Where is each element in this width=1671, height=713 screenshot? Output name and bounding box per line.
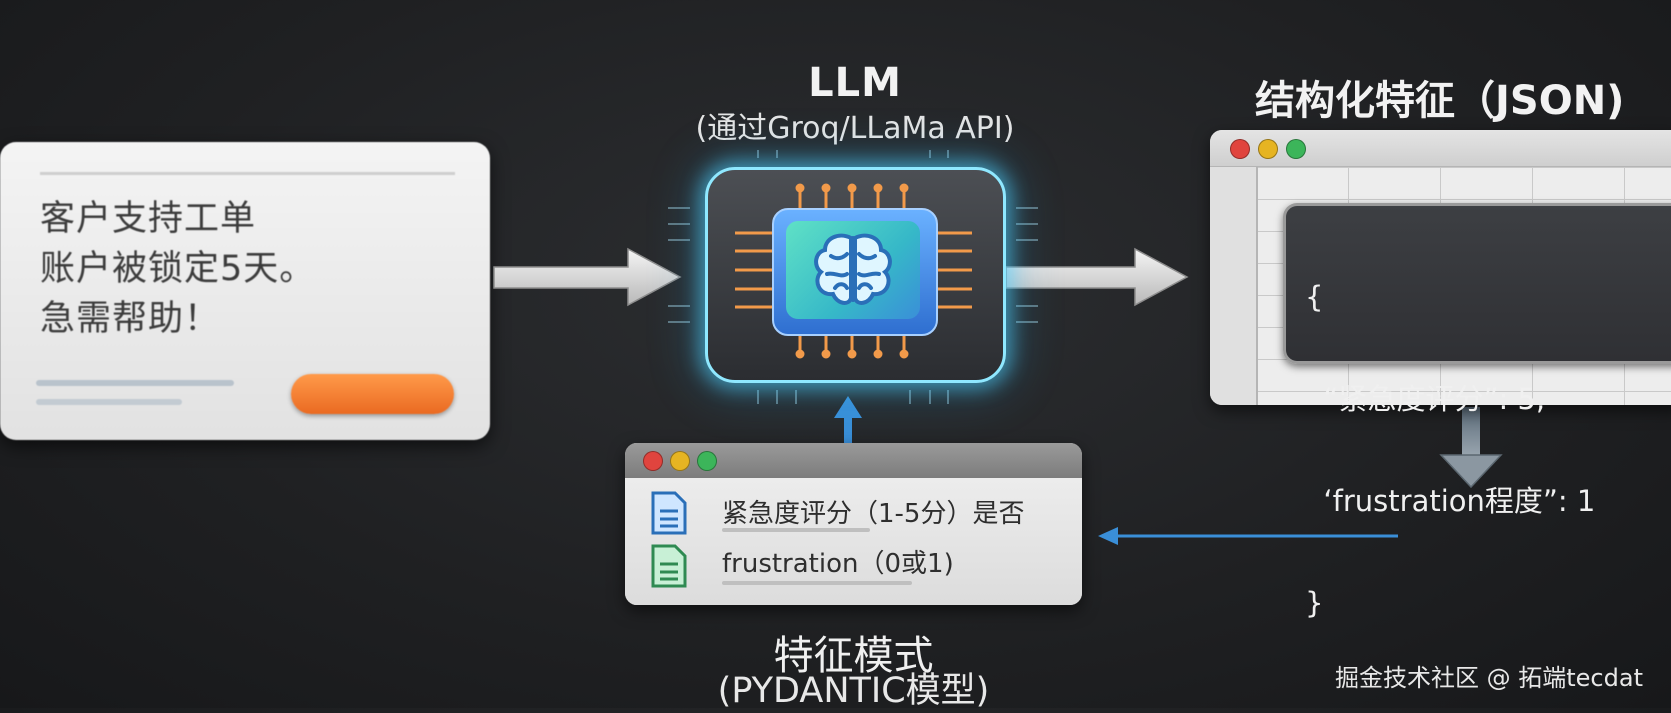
document-icon	[651, 491, 687, 535]
minimize-dot[interactable]	[670, 451, 690, 471]
field-underline	[722, 581, 912, 585]
llm-title: LLM	[808, 60, 902, 106]
ticket-placeholder-line	[36, 380, 234, 386]
json-line: ‘frustration程度”: 1	[1305, 484, 1596, 518]
support-ticket-card: 客户支持工单 账户被锁定5天。 急需帮助！	[0, 142, 490, 440]
arrow-right-icon	[1005, 247, 1189, 307]
ticket-placeholder-line	[36, 399, 182, 405]
chip-glow-ticks	[668, 150, 1038, 404]
llm-subtitle: (通过Groq/LLaMa API)	[695, 111, 1015, 146]
arrow-down-icon	[1439, 407, 1503, 489]
brain-icon	[814, 233, 892, 305]
schema-subtitle: (PYDANTIC模型)	[717, 671, 990, 711]
field-underline	[722, 528, 870, 532]
window-titlebar	[625, 443, 1082, 478]
close-dot[interactable]	[1230, 139, 1250, 159]
output-title: 结构化特征（JSON)	[1255, 78, 1625, 124]
schema-window: 紧急度评分（1-5分）是否 frustration（0或1)	[625, 443, 1082, 605]
spreadsheet-row-gutter	[1210, 167, 1258, 405]
json-code-box	[1283, 203, 1671, 364]
json-line: {	[1305, 280, 1324, 314]
watermark: 掘金技术社区 @ 拓端tecdat	[1335, 664, 1643, 692]
ticket-line-urgent: 急需帮助！	[40, 299, 221, 339]
window-titlebar	[1210, 130, 1671, 167]
json-code: { “紧急度评分”: 5, ‘frustration程度”: 1 }	[1305, 212, 1595, 654]
maximize-dot[interactable]	[697, 451, 717, 471]
json-line: }	[1305, 586, 1324, 620]
arrow-right-icon	[493, 247, 682, 307]
ticket-text: 客户支持工单 账户被锁定5天。 急需帮助！	[40, 194, 315, 344]
schema-field-urgency: 紧急度评分（1-5分）是否	[722, 499, 1025, 529]
arrow-left-icon	[1098, 527, 1398, 545]
schema-field-frustration: frustration（0或1)	[722, 549, 954, 579]
ticket-line-body: 账户被锁定5天。	[40, 249, 316, 289]
arrow-up-icon	[834, 396, 862, 443]
json-line: “紧急度评分”: 5,	[1305, 382, 1546, 416]
minimize-dot[interactable]	[1258, 139, 1278, 159]
close-dot[interactable]	[643, 451, 663, 471]
ticket-submit-button[interactable]	[291, 374, 454, 414]
ticket-divider	[40, 172, 455, 175]
document-icon	[651, 544, 687, 588]
ticket-line-title: 客户支持工单	[40, 199, 257, 239]
maximize-dot[interactable]	[1286, 139, 1306, 159]
schema-title: 特征模式	[773, 633, 934, 679]
